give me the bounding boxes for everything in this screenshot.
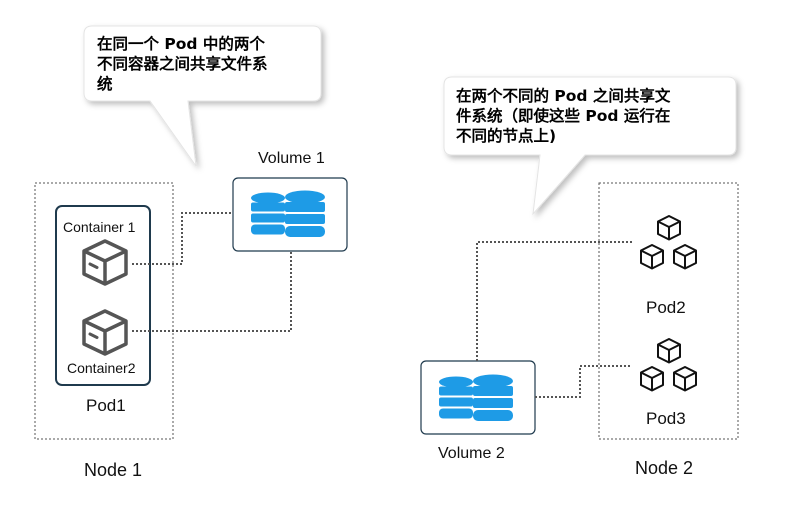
callout-right-line-1: 在两个不同的 Pod 之间共享文 [456, 87, 671, 105]
container2-box-icon [82, 309, 128, 356]
callout-right-line-2: 件系统（即使这些 Pod 运行在 [456, 106, 670, 126]
node2-label: Node 2 [635, 458, 694, 478]
container1-label: Container 1 [63, 219, 136, 235]
callout-left-line-2: 不同容器之间共享文件系 [97, 55, 268, 73]
node2-boundary [598, 182, 739, 440]
connector-volume2-pod2 [476, 241, 632, 361]
container2-label: Container2 [67, 360, 136, 376]
pod1-label: Pod1 [86, 396, 126, 415]
connector-container1-volume1 [132, 212, 233, 265]
callout-right-line-2-normal: （即使这些 Pod 运行在 [502, 107, 671, 125]
pod3-cubes-icon[interactable] [640, 338, 697, 392]
callout-left-line-3: 统 [97, 75, 113, 93]
pod1-box[interactable] [55, 205, 151, 386]
volume2-label: Volume 2 [438, 445, 505, 462]
pod3-label: Pod3 [646, 409, 686, 428]
callout-left-bubble [83, 25, 322, 167]
callout-left-line-1: 在同一个 Pod 中的两个 [97, 35, 265, 53]
callout-right-text: 在两个不同的 Pod 之间共享文 件系统（即使这些 Pod 运行在 不同的节点上… [456, 86, 670, 146]
container1-box-icon [82, 239, 128, 286]
volume2-box[interactable] [420, 360, 536, 435]
connector-container2-volume1 [132, 251, 292, 332]
pod2-label: Pod2 [646, 298, 686, 317]
pod2-cubes-icon[interactable] [640, 215, 697, 270]
callout-right-line-2-bold: 件系统 [456, 107, 503, 125]
callout-left-text: 在同一个 Pod 中的两个 不同容器之间共享文件系 统 [97, 34, 268, 94]
callout-right-line-3: 不同的节点上) [456, 127, 557, 145]
node1-boundary [34, 182, 174, 440]
volume1-label: Volume 1 [258, 150, 325, 167]
node1-label: Node 1 [84, 460, 143, 480]
callout-right-bubble [443, 76, 737, 216]
connector-volume2-pod3 [535, 365, 632, 398]
